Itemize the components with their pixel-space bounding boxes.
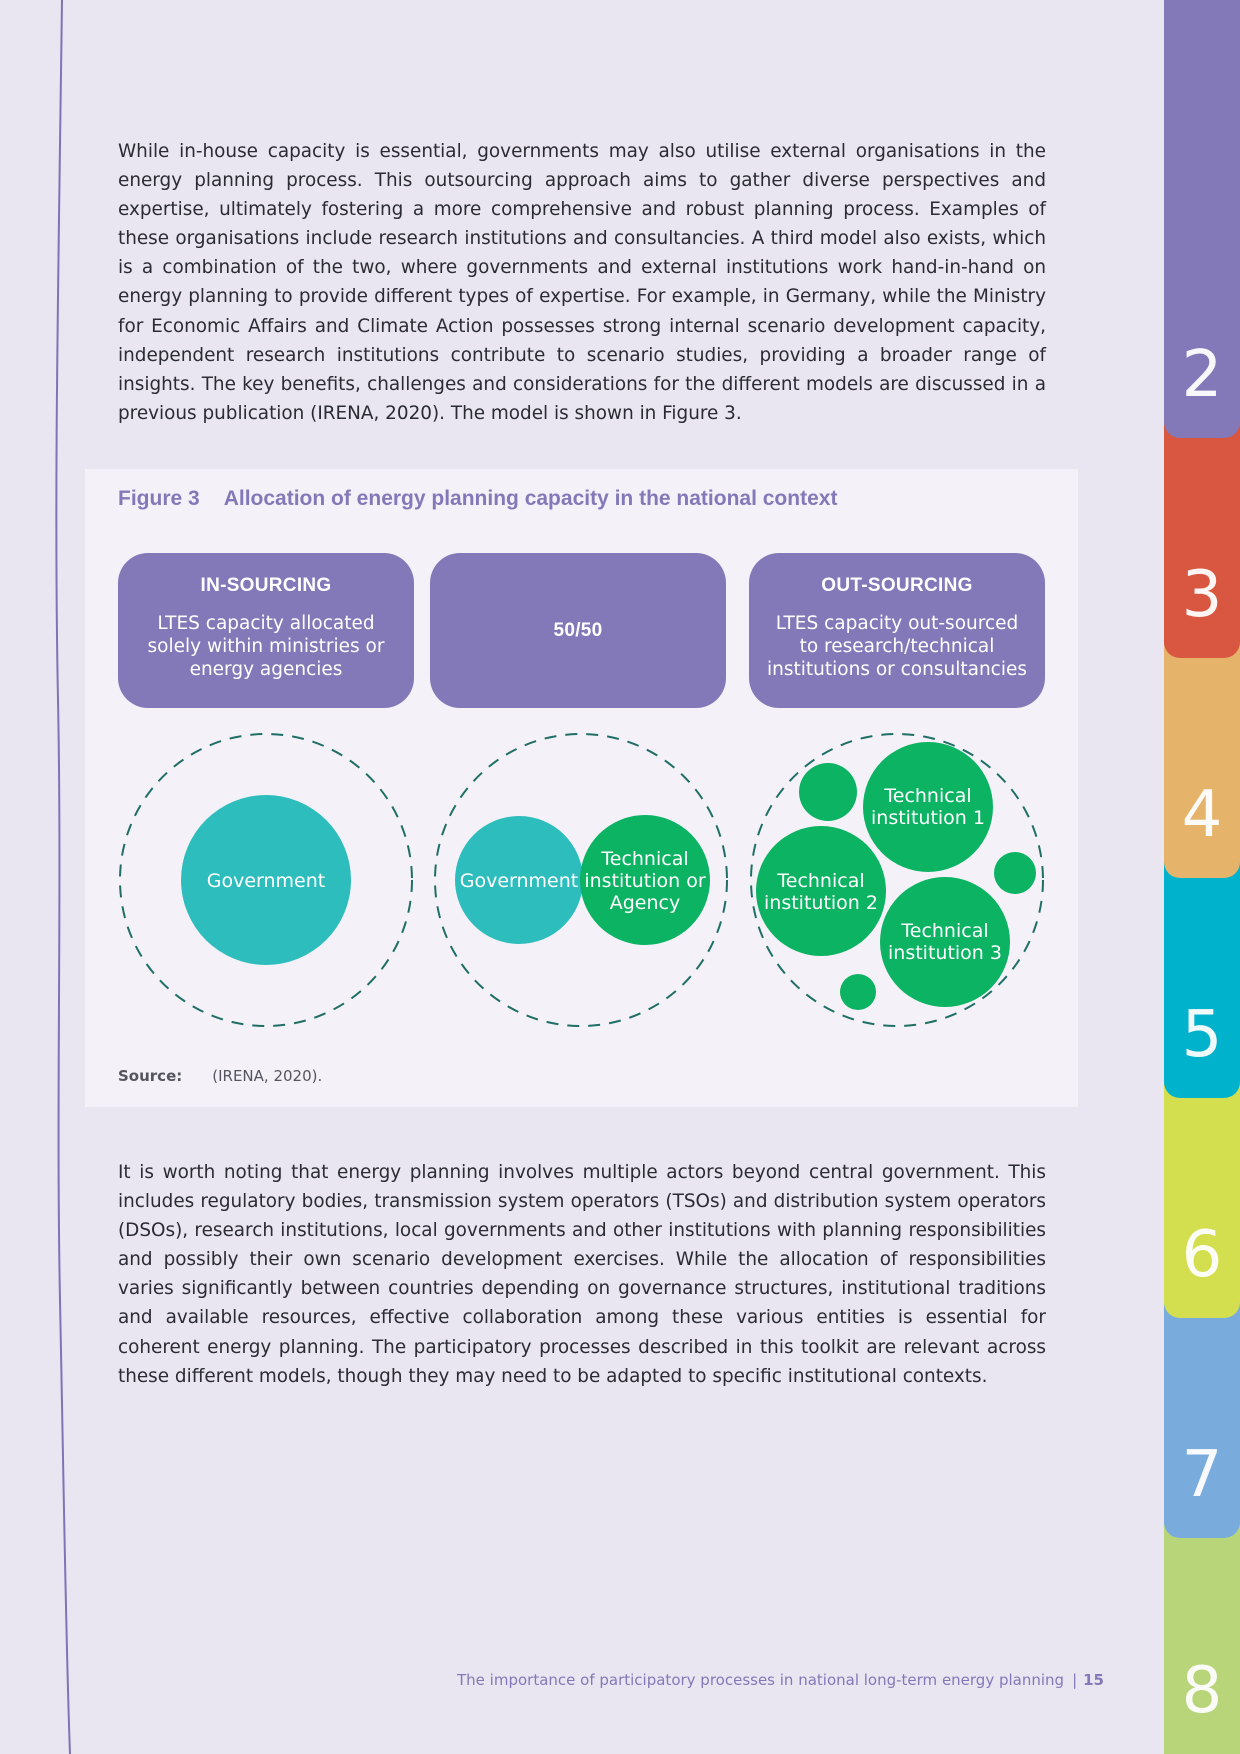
chapter-tab-7[interactable]: 7 xyxy=(1164,1300,1240,1538)
institution-2-label-1: Technical xyxy=(776,870,864,892)
footer-title: The importance of participatory processe… xyxy=(457,1671,1065,1689)
capacity-diagram: Government Government Technical institut… xyxy=(119,733,1044,1027)
figure-source: Source: (IRENA, 2020). xyxy=(118,1067,322,1085)
source-label: Source: xyxy=(118,1067,183,1085)
small-institution-circle xyxy=(799,763,857,821)
fifty-technical-label-2: institution or xyxy=(584,870,705,892)
closing-paragraph: It is worth noting that energy planning … xyxy=(118,1162,1046,1387)
chapter-tab-label: 3 xyxy=(1181,558,1223,632)
small-institution-circle xyxy=(840,974,876,1010)
page-number: 15 xyxy=(1083,1671,1104,1689)
chapter-tab-label: 4 xyxy=(1181,778,1223,852)
fifty-technical-label-1: Technical xyxy=(600,848,688,870)
chapter-tab-5[interactable]: 5 xyxy=(1164,860,1240,1098)
figure-3: Figure 3 Allocation of energy planning ca… xyxy=(85,469,1078,1107)
outsourcing-boundary xyxy=(750,733,1044,1027)
chapter-tab-3[interactable]: 3 xyxy=(1164,420,1240,658)
institution-2-label-2: institution 2 xyxy=(764,892,878,914)
footer-separator: | xyxy=(1072,1671,1078,1689)
insourcing-panel: IN-SOURCING LTES capacity allocated sole… xyxy=(118,553,414,708)
outsourcing-panel: OUT-SOURCING LTES capacity out-sourced t… xyxy=(749,553,1045,708)
chapter-tab-label: 6 xyxy=(1181,1218,1223,1292)
institution-2-circle xyxy=(756,826,886,956)
fifty-government-circle xyxy=(455,816,583,944)
chapter-tabs: 2 3 4 5 6 7 8 xyxy=(1164,0,1240,1754)
intro-paragraph: While in-house capacity is essential, go… xyxy=(118,141,1046,424)
fifty-technical-label-3: Agency xyxy=(610,892,680,914)
insourcing-description: LTES capacity allocated solely within mi… xyxy=(147,613,385,680)
fifty-fifty-heading: 50/50 xyxy=(553,619,603,641)
fifty-fifty-panel: 50/50 xyxy=(430,553,726,708)
chapter-tab-8[interactable]: 8 xyxy=(1164,1520,1240,1754)
outsourcing-description: LTES capacity out-sourced to research/te… xyxy=(767,613,1028,680)
figure-title: Figure 3 Allocation of energy planning ca… xyxy=(118,487,837,511)
chapter-tab-label: 8 xyxy=(1181,1654,1223,1728)
institution-1-circle xyxy=(863,742,993,872)
chapter-tab-2[interactable]: 2 xyxy=(1164,0,1240,438)
fifty-boundary xyxy=(434,733,728,1027)
institution-3-label-1: Technical xyxy=(900,920,988,942)
chapter-tab-label: 7 xyxy=(1181,1438,1223,1512)
institution-3-circle xyxy=(880,877,1010,1007)
outsourcing-heading: OUT-SOURCING xyxy=(821,575,973,596)
chapter-tab-4[interactable]: 4 xyxy=(1164,640,1240,878)
fifty-government-label: Government xyxy=(460,870,579,892)
page-footer: The importance of participatory processe… xyxy=(457,1671,1104,1689)
figure-title-text: Allocation of energy planning capacity i… xyxy=(223,487,838,510)
institution-1-label-1: Technical xyxy=(883,785,971,807)
source-text: (IRENA, 2020). xyxy=(212,1067,323,1085)
figure-number: Figure 3 xyxy=(118,487,200,510)
insourcing-government-circle xyxy=(181,795,351,965)
margin-decorative-line xyxy=(55,0,71,1754)
institution-1-label-2: institution 1 xyxy=(871,807,985,829)
small-institution-circle xyxy=(994,852,1036,894)
insourcing-boundary xyxy=(119,733,413,1027)
chapter-tab-6[interactable]: 6 xyxy=(1164,1080,1240,1318)
chapter-tab-label: 5 xyxy=(1181,998,1223,1072)
institution-3-label-2: institution 3 xyxy=(888,942,1002,964)
insourcing-heading: IN-SOURCING xyxy=(200,575,332,596)
chapter-tab-label: 2 xyxy=(1181,338,1223,412)
fifty-technical-circle xyxy=(580,815,710,945)
insourcing-government-label: Government xyxy=(207,870,326,892)
